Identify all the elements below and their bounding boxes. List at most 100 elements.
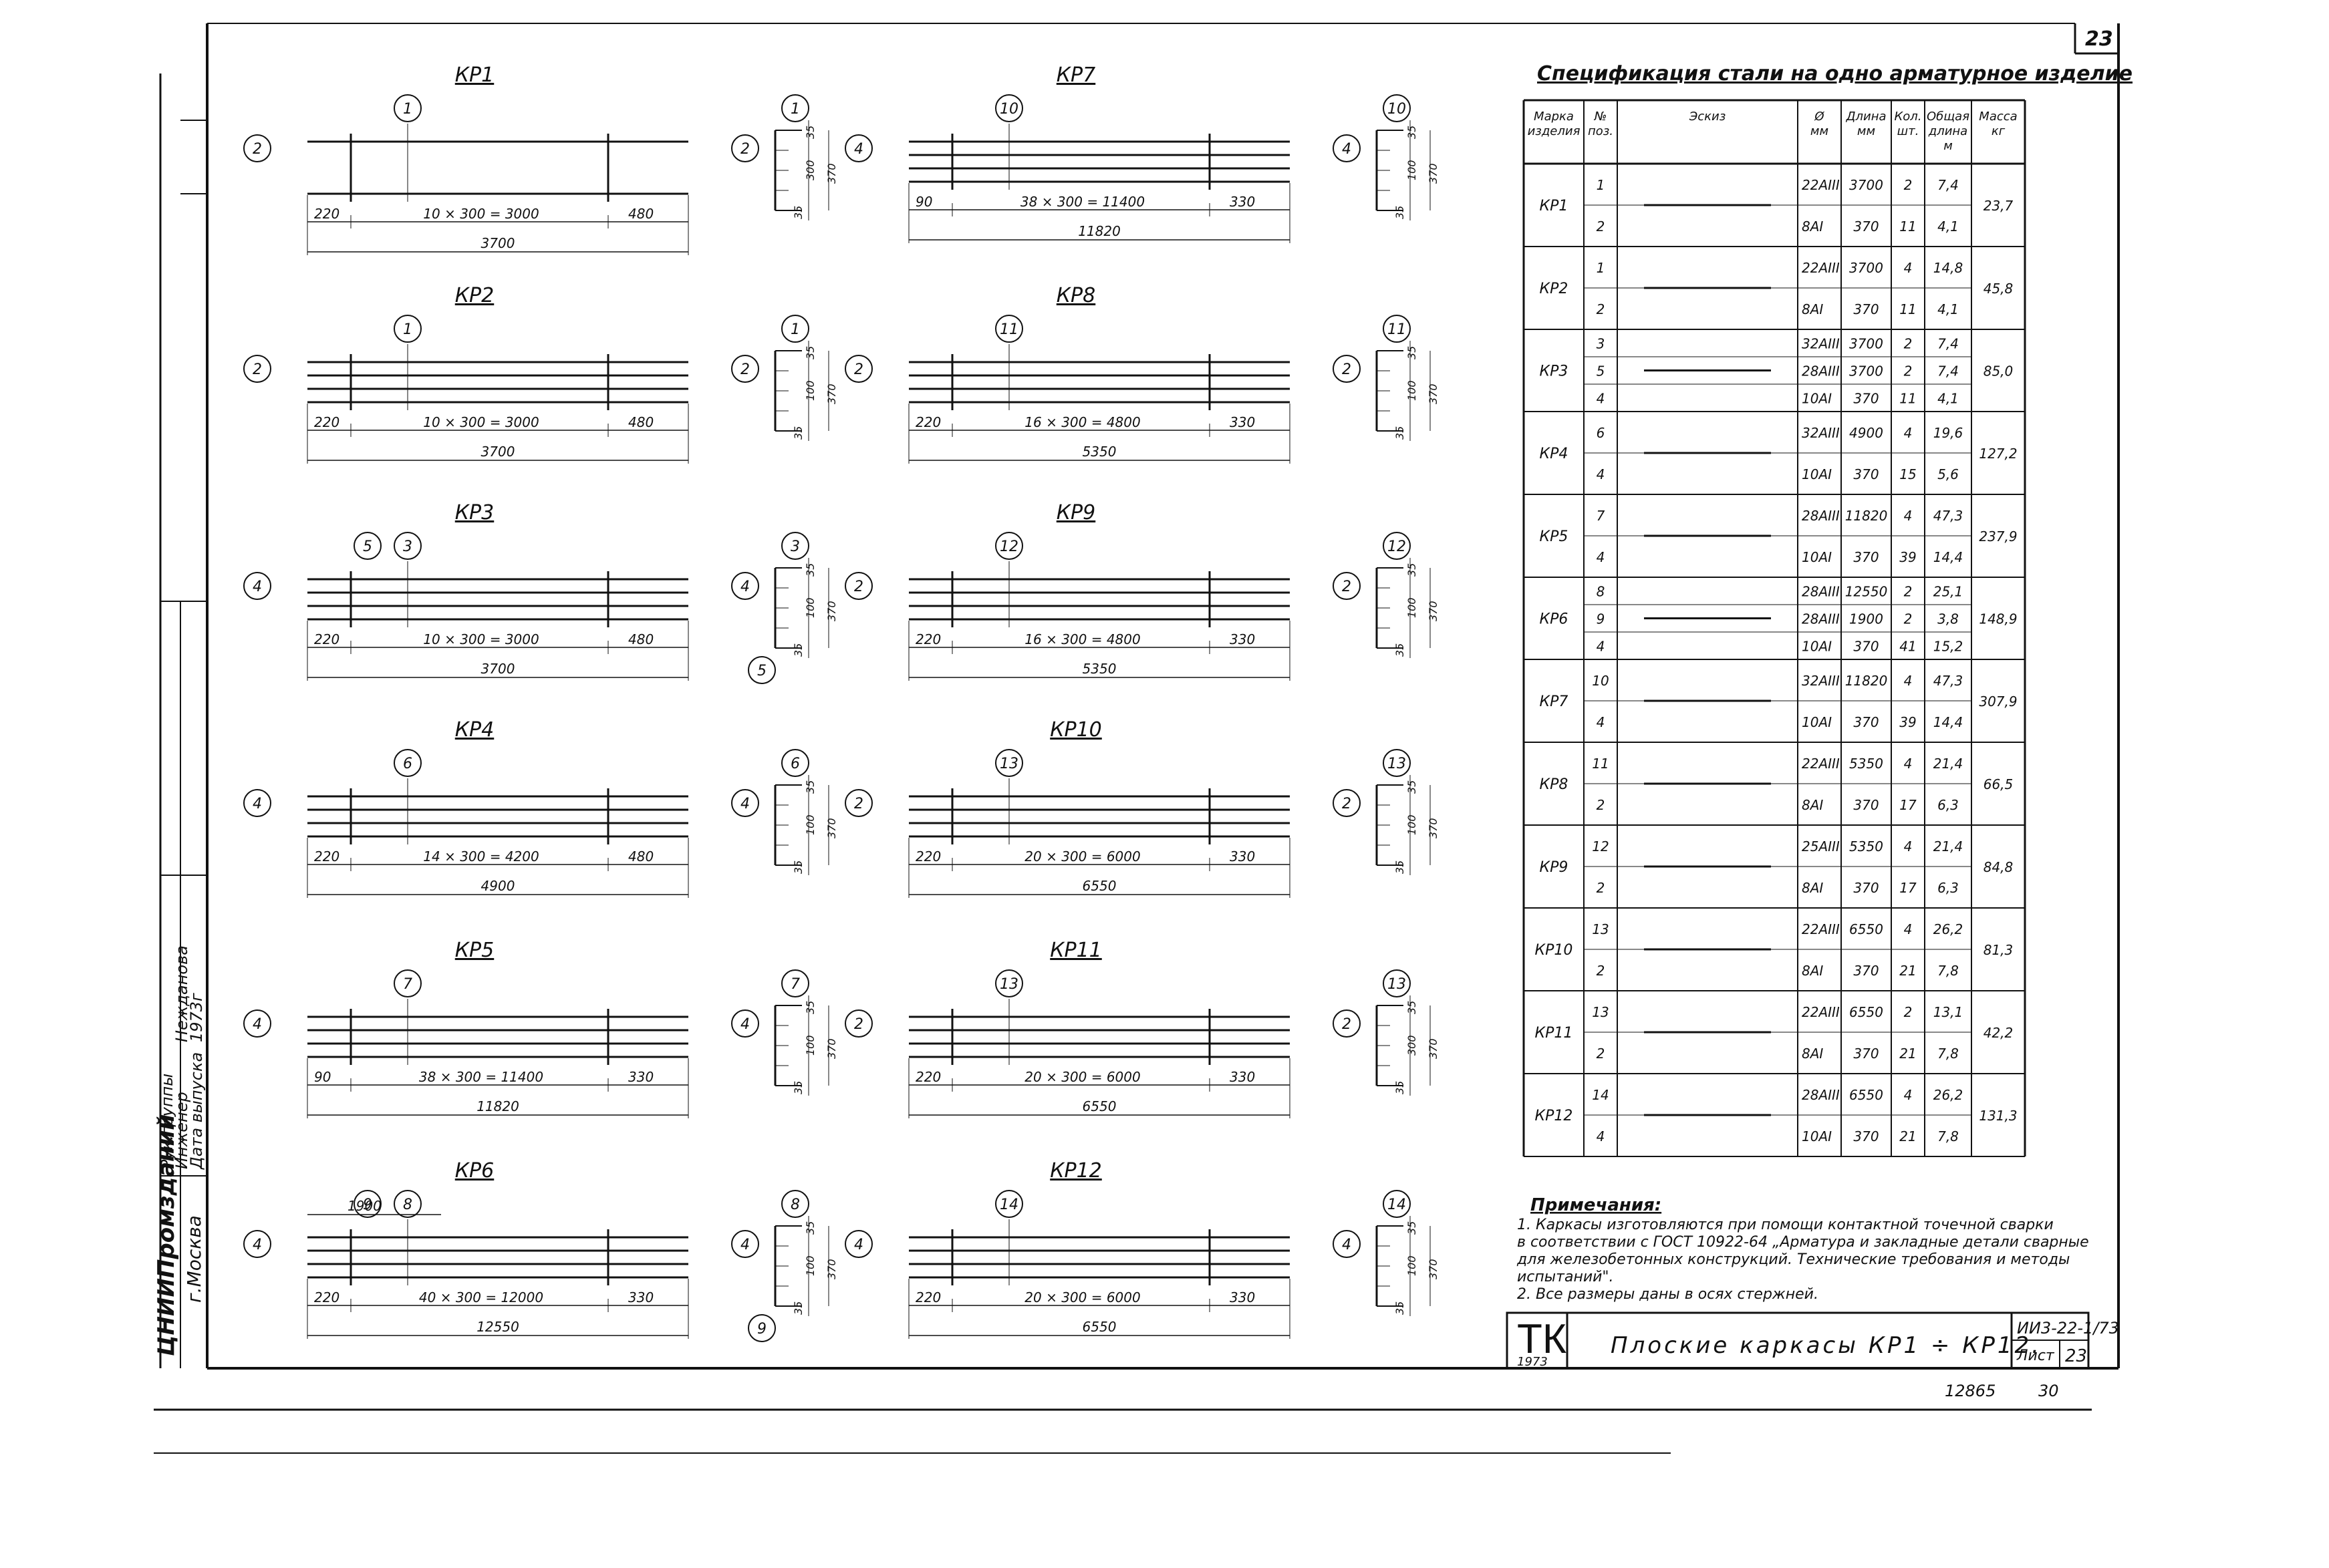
- pos-callout-label: 13: [1000, 976, 1018, 993]
- note-line-2: в соответствии с ГОСТ 10922-64 „Арматура…: [1517, 1234, 2089, 1251]
- section-dim-mid: 100: [1405, 814, 1418, 835]
- spec-total: 7,4: [1937, 363, 1959, 379]
- spec-len: 4900: [1849, 425, 1883, 441]
- section-pos-callout-label: 3: [791, 538, 800, 555]
- spec-total: 7,8: [1937, 1128, 1959, 1144]
- frame-title: КР4: [455, 718, 494, 742]
- spec-mark: КР12: [1535, 1108, 1573, 1124]
- spec-dia: 28АIII: [1802, 508, 1840, 524]
- header-pos: поз.: [1588, 124, 1613, 138]
- spec-pos: 4: [1597, 639, 1605, 655]
- header-qty: шт.: [1897, 124, 1919, 138]
- dim-left: 90: [314, 1069, 331, 1085]
- spec-len: 6550: [1849, 1087, 1883, 1103]
- section-dim-top: 35: [1405, 126, 1418, 139]
- dim-mid: 14 × 300 = 4200: [423, 848, 539, 865]
- stirrup-callout-label: 4: [253, 1016, 262, 1033]
- section-dim-top: 35: [1405, 1001, 1418, 1014]
- dim-left: 220: [916, 1069, 941, 1085]
- header-mass: Масса: [1979, 110, 2017, 124]
- spec-qty: 4: [1904, 425, 1913, 441]
- spec-pos: 1: [1597, 260, 1605, 276]
- spec-mass: 23,7: [1983, 198, 2014, 214]
- spec-total: 19,6: [1933, 425, 1963, 441]
- section-dim-top: 35: [1405, 563, 1418, 577]
- section-stirrup-callout-label: 2: [1342, 1016, 1351, 1033]
- spec-mark: КР9: [1540, 859, 1568, 876]
- pos-callout-label: 10: [1000, 101, 1018, 118]
- frame-title: КР12: [1050, 1159, 1102, 1183]
- spec-pos: 4: [1597, 549, 1605, 565]
- header-len: Длина: [1845, 110, 1886, 124]
- header-qty: Кол.: [1894, 110, 1921, 124]
- spec-total: 26,2: [1933, 921, 1963, 937]
- spec-dia: 22АIII: [1802, 177, 1840, 193]
- spec-len: 370: [1853, 1128, 1879, 1144]
- spec-qty: 15: [1899, 466, 1916, 482]
- spec-mark: КР11: [1535, 1025, 1573, 1042]
- page-number: 23: [2085, 27, 2113, 51]
- stirrup-callout: 4: [845, 134, 873, 162]
- section-stirrup-callout-label: 2: [740, 361, 750, 378]
- section-pos-callout-label: 11: [1387, 321, 1406, 338]
- stirrup-callout-label: 4: [253, 579, 262, 595]
- section-dim-top: 35: [1405, 1221, 1418, 1235]
- frame-title: КР8: [1057, 284, 1095, 307]
- section-pos-callout-label: 13: [1387, 976, 1406, 993]
- spec-qty: 21: [1899, 963, 1916, 979]
- section-dim-top: 35: [804, 1001, 817, 1014]
- frame-title: КР2: [455, 284, 494, 307]
- spec-dia: 22АIII: [1802, 756, 1840, 772]
- spec-pos: 10: [1592, 673, 1609, 689]
- specification-table: Спецификация стали на одно арматурное из…: [1522, 62, 2133, 1157]
- pos-callout: 11: [995, 315, 1023, 343]
- section-dim-top: 35: [1405, 780, 1418, 794]
- section-dim-total: 370: [825, 601, 838, 621]
- pos-callout: 1: [394, 94, 422, 122]
- section-stirrup-callout: 2: [1333, 789, 1361, 817]
- spec-total: 7,4: [1937, 177, 1959, 193]
- spec-title: Спецификация стали на одно арматурное из…: [1537, 62, 2133, 86]
- spec-pos: 5: [1597, 363, 1605, 379]
- dim-left: 220: [916, 1289, 941, 1305]
- spec-dia: 10АI: [1802, 549, 1832, 565]
- spec-dia: 8АI: [1802, 1046, 1823, 1062]
- pos-callout: 3: [394, 532, 422, 560]
- section-dim-total: 370: [1427, 163, 1440, 184]
- spec-len: 5350: [1849, 756, 1883, 772]
- spec-total: 6,3: [1937, 797, 1959, 813]
- dim-mid: 10 × 300 = 3000: [423, 414, 539, 430]
- spec-mark: КР3: [1540, 363, 1568, 380]
- spec-dia: 8АI: [1802, 797, 1823, 813]
- section-dim-total: 370: [825, 163, 838, 184]
- spec-total: 14,4: [1933, 714, 1963, 730]
- section-dim-total: 370: [825, 818, 838, 838]
- header-pos: №: [1594, 110, 1607, 124]
- dim-left: 220: [314, 631, 339, 647]
- section-stirrup-callout: 4: [1333, 1230, 1361, 1258]
- spec-pos: 1: [1597, 177, 1605, 193]
- stirrup-callout: 2: [243, 355, 271, 383]
- pos-callout: 12: [995, 532, 1023, 560]
- spec-dia: 28АIII: [1802, 363, 1840, 379]
- section-dim-bottom: 35: [1393, 643, 1406, 657]
- stamp-city: г.Москва: [183, 1215, 205, 1303]
- spec-len: 11820: [1845, 508, 1888, 524]
- dim-right: 330: [1230, 1069, 1255, 1085]
- pos-callout-label: 6: [403, 756, 412, 772]
- pos-callout: 1: [394, 315, 422, 343]
- spec-pos: 2: [1597, 880, 1605, 896]
- title-logo: ТК: [1517, 1316, 1566, 1362]
- dim-mid: 16 × 300 = 4800: [1024, 631, 1140, 647]
- spec-dia: 22АIII: [1802, 1004, 1840, 1020]
- stirrup-callout-label: 2: [854, 579, 863, 595]
- header-total: длина: [1928, 124, 1967, 138]
- spec-mark: КР10: [1535, 942, 1573, 959]
